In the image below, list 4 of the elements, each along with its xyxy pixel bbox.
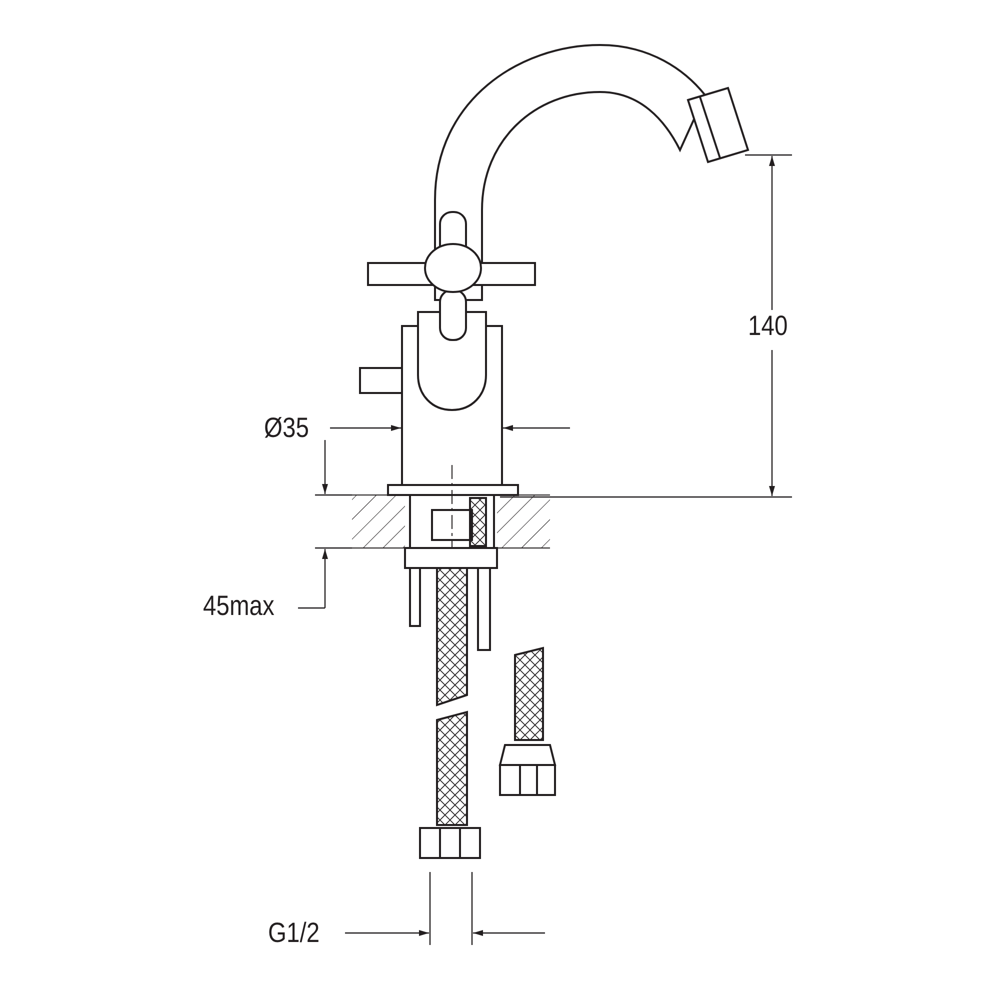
dimension-label: 140 [748, 312, 788, 340]
dimension-label: Ø35 [264, 414, 309, 442]
dimension-label: G1/2 [268, 919, 320, 947]
dimension-label: 45max [203, 592, 274, 620]
